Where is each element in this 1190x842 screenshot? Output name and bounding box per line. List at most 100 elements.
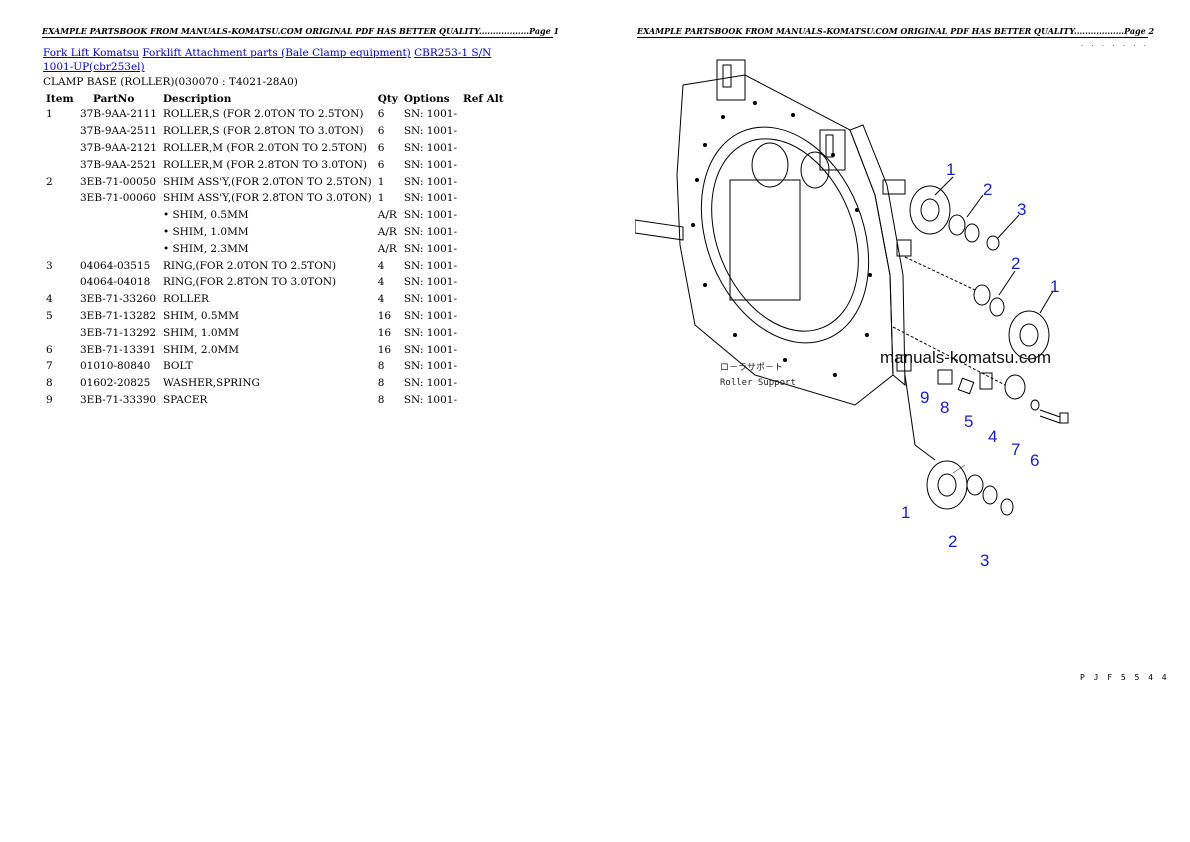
roller-support-label: Roller Support bbox=[720, 378, 796, 388]
cell-partno: 37B-9AA-2511 bbox=[80, 125, 157, 138]
cell-refalt bbox=[460, 308, 507, 325]
callout-1: 1 bbox=[1050, 277, 1059, 296]
cell-qty: 6 bbox=[377, 108, 385, 121]
cell-item bbox=[43, 207, 77, 224]
cell-description: BOLT bbox=[162, 360, 193, 373]
cell-partno: 3EB-71-33260 bbox=[80, 293, 157, 306]
roller-bottom bbox=[926, 460, 968, 510]
cell-description: WASHER,SPRING bbox=[162, 377, 260, 390]
cell-qty: 8 bbox=[377, 360, 385, 373]
cell-description: SHIM, 2.0MM bbox=[162, 343, 240, 356]
cell-refalt bbox=[460, 190, 507, 207]
col-header-qty: Qty bbox=[377, 92, 398, 105]
section-title: CLAMP BASE (ROLLER)(030070 : T4021-28A0) bbox=[43, 76, 298, 88]
cell-description: ROLLER,M (FOR 2.8TON TO 3.0TON) bbox=[162, 158, 368, 171]
cell-partno: 3EB-71-13292 bbox=[80, 326, 157, 339]
cell-qty: 4 bbox=[377, 259, 385, 272]
cell-qty: 4 bbox=[377, 276, 385, 289]
cell-item bbox=[43, 224, 77, 241]
roller-top bbox=[909, 185, 951, 235]
cell-options: SN: 1001- bbox=[403, 309, 457, 322]
cell-description: ROLLER bbox=[162, 293, 209, 306]
cell-item: 1 bbox=[46, 108, 53, 121]
cell-item bbox=[43, 324, 77, 341]
cell-description: SHIM, 1.0MM bbox=[162, 326, 240, 339]
cell-partno: 3EB-71-00050 bbox=[80, 175, 157, 188]
cell-item bbox=[43, 274, 77, 291]
cell-options: SN: 1001- bbox=[403, 276, 457, 289]
callout-8: 8 bbox=[940, 398, 949, 417]
table-row: • SHIM, 0.5MM A/R SN: 1001- bbox=[43, 207, 507, 224]
cell-options: SN: 1001- bbox=[403, 225, 457, 238]
cell-qty: 4 bbox=[377, 293, 385, 306]
cell-description: RING,(FOR 2.0TON TO 2.5TON) bbox=[162, 259, 337, 272]
cell-item bbox=[43, 240, 77, 257]
cell-refalt bbox=[460, 392, 507, 409]
callout-2: 2 bbox=[1011, 254, 1020, 273]
cell-partno bbox=[77, 240, 160, 257]
col-header-description: Description bbox=[162, 92, 232, 105]
roller-middle bbox=[1008, 310, 1050, 360]
cell-refalt bbox=[460, 106, 507, 123]
cell-options: SN: 1001- bbox=[403, 158, 457, 171]
cell-options: SN: 1001- bbox=[403, 125, 457, 138]
cell-qty: 1 bbox=[377, 175, 385, 188]
cell-refalt bbox=[460, 341, 507, 358]
cell-refalt bbox=[460, 123, 507, 140]
cell-options: SN: 1001- bbox=[403, 259, 457, 272]
cell-item: 2 bbox=[46, 175, 53, 188]
cell-item: 6 bbox=[46, 343, 53, 356]
cell-description: SHIM ASS'Y,(FOR 2.0TON TO 2.5TON) bbox=[162, 175, 372, 188]
callout-1: 1 bbox=[946, 160, 955, 179]
cell-qty: 1 bbox=[377, 192, 385, 205]
callout-2: 2 bbox=[948, 532, 957, 551]
col-header-options: Options bbox=[403, 92, 450, 105]
breadcrumb-link-model[interactable]: Fork Lift Komatsu bbox=[43, 47, 139, 59]
cell-partno: 37B-9AA-2521 bbox=[80, 158, 157, 171]
cell-refalt bbox=[460, 274, 507, 291]
cell-options: SN: 1001- bbox=[403, 360, 457, 373]
page-header: EXAMPLE PARTSBOOK FROM MANUALS-KOMATSU.C… bbox=[637, 26, 1155, 38]
cell-qty: A/R bbox=[377, 209, 397, 222]
breadcrumb-link-serial[interactable]: CBR253-1 S/N 1001-UP(cbr253el) bbox=[43, 47, 492, 73]
cell-options: SN: 1001- bbox=[403, 242, 457, 255]
cell-description: ROLLER,M (FOR 2.0TON TO 2.5TON) bbox=[162, 141, 368, 154]
cell-options: SN: 1001- bbox=[403, 209, 457, 222]
diagram-page: EXAMPLE PARTSBOOK FROM MANUALS-KOMATSU.C… bbox=[595, 0, 1190, 842]
cell-options: SN: 1001- bbox=[403, 326, 457, 339]
cell-refalt bbox=[460, 375, 507, 392]
watermark: manuals-komatsu.com bbox=[880, 348, 1051, 367]
parts-list-page: EXAMPLE PARTSBOOK FROM MANUALS-KOMATSU.C… bbox=[42, 26, 560, 408]
parts-table: Item PartNo Description Qty Options Ref … bbox=[43, 91, 507, 408]
callout-7: 7 bbox=[1011, 440, 1020, 459]
cell-partno: 37B-9AA-2111 bbox=[80, 108, 157, 121]
cell-qty: A/R bbox=[377, 225, 397, 238]
roller-support-jp-label: ロ－ラサポ－ト bbox=[720, 362, 783, 373]
cell-qty: 6 bbox=[377, 125, 385, 138]
cell-description: RING,(FOR 2.8TON TO 3.0TON) bbox=[162, 276, 337, 289]
cell-item: 8 bbox=[46, 377, 53, 390]
cell-qty: 6 bbox=[377, 158, 385, 171]
page-header: EXAMPLE PARTSBOOK FROM MANUALS-KOMATSU.C… bbox=[42, 26, 560, 38]
cell-partno: 3EB-71-00060 bbox=[80, 192, 157, 205]
cell-refalt bbox=[460, 173, 507, 190]
clamp-base-plate-side bbox=[849, 124, 906, 387]
table-row: 3EB-71-00060 SHIM ASS'Y,(FOR 2.8TON TO 3.… bbox=[43, 190, 507, 207]
cell-refalt bbox=[460, 140, 507, 157]
breadcrumb-link-category[interactable]: Forklift Attachment parts (Bale Clamp eq… bbox=[142, 47, 411, 59]
cell-description: SHIM ASS'Y,(FOR 2.8TON TO 3.0TON) bbox=[162, 192, 372, 205]
clamp-base-opening bbox=[700, 126, 870, 344]
callout-9: 9 bbox=[920, 388, 929, 407]
cell-partno: 37B-9AA-2121 bbox=[80, 141, 157, 154]
cell-refalt bbox=[460, 207, 507, 224]
cell-description: • SHIM, 0.5MM bbox=[162, 209, 249, 222]
